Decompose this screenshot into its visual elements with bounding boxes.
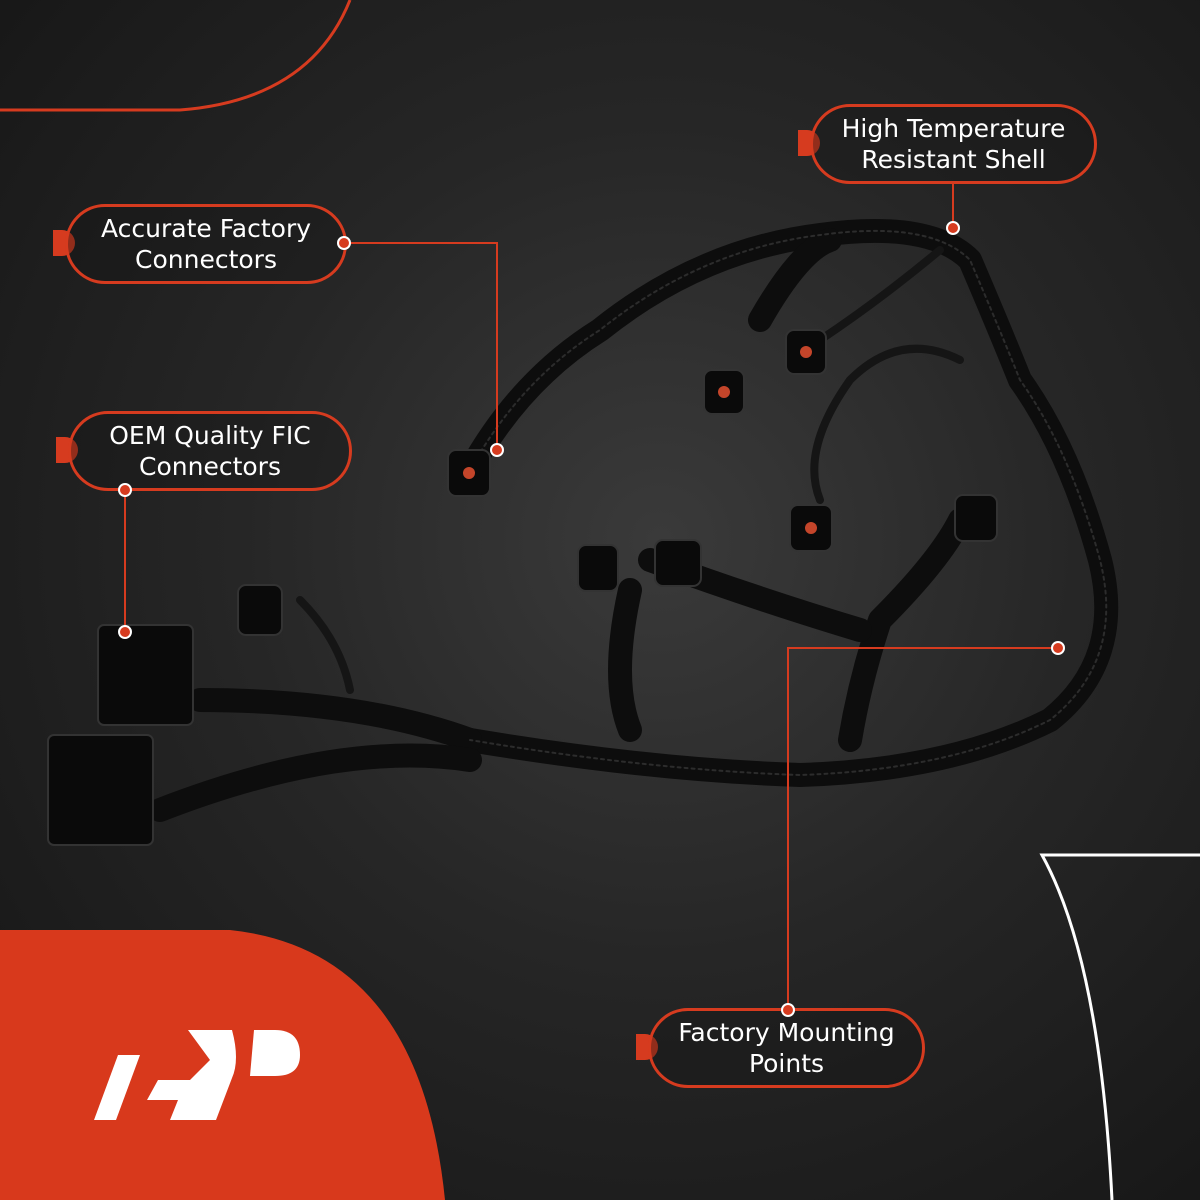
callout-point-icon — [781, 1003, 795, 1017]
callout-point-icon — [1051, 641, 1065, 655]
callout-leader-lines — [124, 183, 1058, 1010]
top-left-arc — [0, 0, 352, 112]
callout-point-icon — [946, 221, 960, 235]
callout-high-temperature: High Temperature Resistant Shell — [810, 104, 1097, 184]
callout-line1: OEM Quality FIC — [109, 421, 311, 450]
callout-line1: Accurate Factory — [100, 214, 312, 243]
callout-line1: Factory Mounting — [678, 1018, 895, 1047]
wiring-harness-image — [47, 218, 1119, 846]
callout-point-icon — [337, 236, 351, 250]
callout-point-icon — [118, 483, 132, 497]
callout-point-icon — [118, 625, 132, 639]
bottom-right-arc — [1039, 853, 1200, 1200]
callout-line2: Connectors — [135, 245, 277, 274]
brand-logo — [94, 1030, 300, 1120]
callout-accurate-connectors: Accurate Factory Connectors — [65, 204, 347, 284]
callout-line2: Points — [748, 1049, 825, 1078]
callout-line2: Resistant Shell — [861, 145, 1046, 174]
callout-line2: Connectors — [139, 452, 281, 481]
callout-oem-fic-connectors: OEM Quality FIC Connectors — [68, 411, 352, 491]
callout-point-icon — [490, 443, 504, 457]
callout-line1: High Temperature — [841, 114, 1066, 143]
callout-mounting-points: Factory Mounting Points — [648, 1008, 925, 1088]
